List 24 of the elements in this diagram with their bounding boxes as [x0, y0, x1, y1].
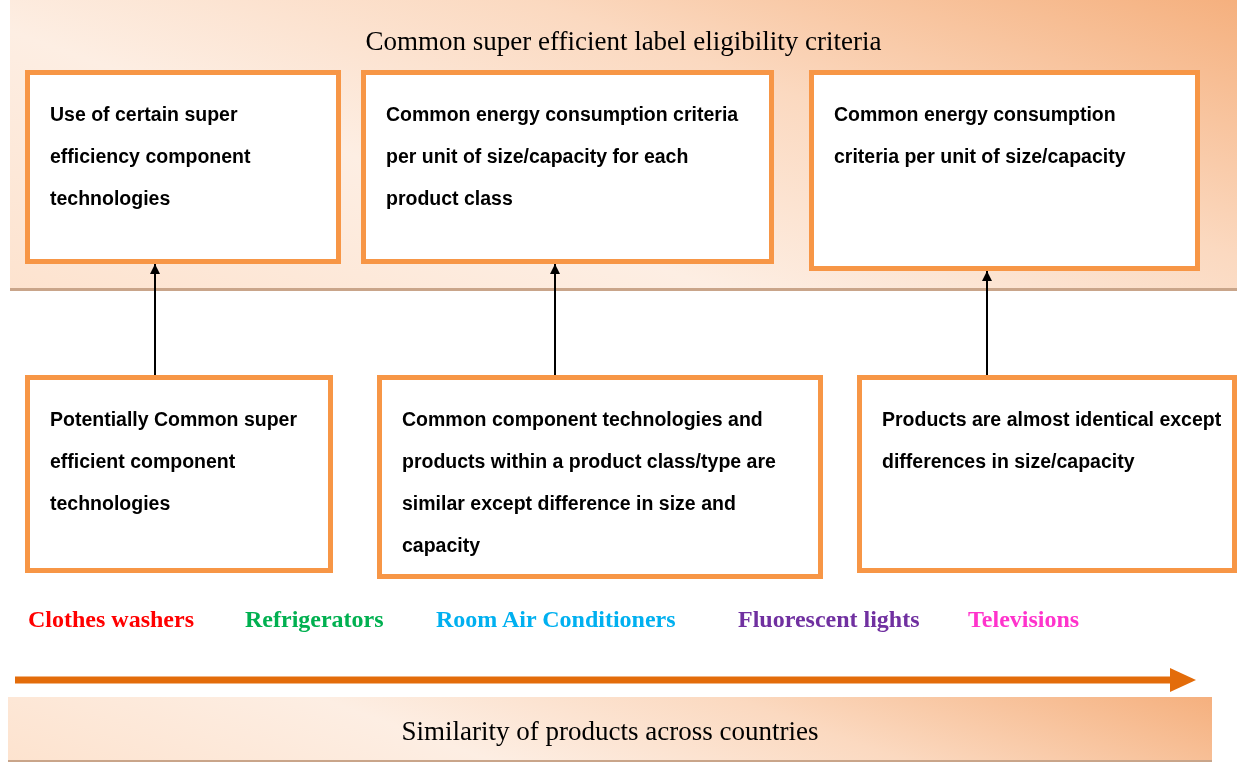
appliance-label: Clothes washers: [28, 606, 194, 633]
appliance-label: Fluorescent lights: [738, 606, 920, 633]
band-title: Similarity of products across countries: [400, 716, 820, 747]
criteria-box: [25, 375, 333, 573]
box-text: Use of certain super efficiency component technologies: [50, 102, 252, 211]
header-band: [8, 697, 1212, 760]
criteria-box: [809, 70, 1200, 271]
criteria-box: [25, 70, 341, 264]
box-text: Common energy consumption criteria per unit of size/capacity: [834, 102, 1127, 169]
box-text: Common component technologies and products within a product class/type are similar except difference in size and capacity: [402, 407, 777, 558]
criteria-box: [857, 375, 1237, 573]
box-text: Common energy consumption criteria per unit of size/capacity for each product class: [386, 102, 740, 211]
appliance-label: Room Air Conditioners: [436, 606, 676, 633]
header-band: [10, 0, 1237, 288]
criteria-box: [361, 70, 774, 264]
appliance-label: Televisions: [968, 606, 1080, 633]
box-text: Products are almost identical except differences in size/capacity: [882, 407, 1222, 474]
appliance-label: Refrigerators: [245, 606, 384, 633]
band-title: Common super efficient label eligibility criteria: [364, 26, 883, 57]
criteria-box: [377, 375, 823, 579]
arrow: [550, 263, 560, 376]
box-text: Potentially Common super efficient component technologies: [50, 407, 299, 516]
arrow: [150, 263, 160, 376]
arrow: [982, 270, 992, 376]
